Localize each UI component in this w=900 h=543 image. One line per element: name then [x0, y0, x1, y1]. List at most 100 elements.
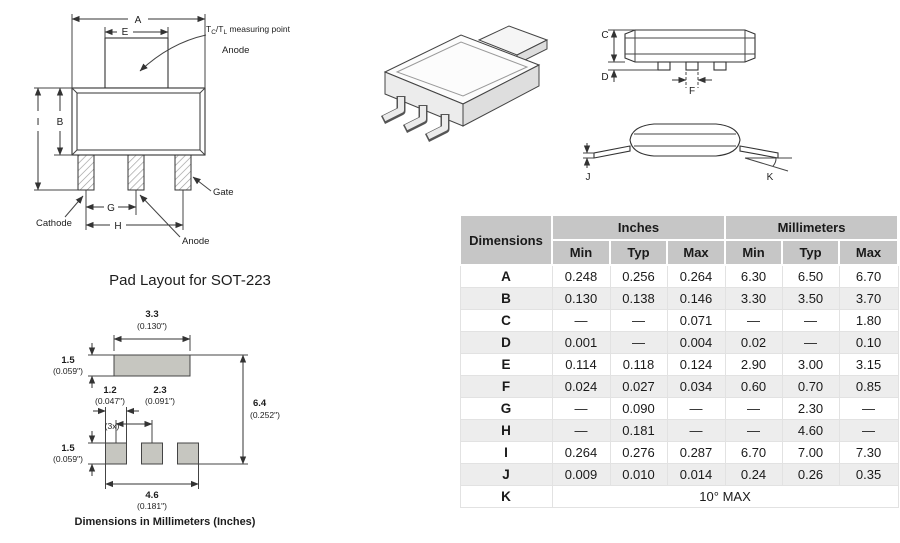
lead-height-in: (0.059")	[53, 454, 83, 464]
dim-g: G	[85, 190, 137, 230]
table-cell: —	[838, 397, 899, 420]
table-cell: 0.071	[666, 309, 726, 332]
cathode-label: Cathode	[36, 218, 72, 229]
table-cell: 6.50	[781, 264, 840, 288]
front-view-drawing: A E TC/TL measuring point Anode I B	[34, 14, 291, 247]
table-cell: 0.124	[666, 353, 726, 376]
table-cell: —	[724, 397, 783, 420]
table-cell: 0.090	[609, 397, 668, 420]
lead-width-mm: 1.2	[103, 385, 116, 396]
end-view-body	[624, 29, 756, 71]
table-cell: 2.30	[781, 397, 840, 420]
iso-leads	[380, 96, 450, 143]
table-cell: 7.00	[781, 441, 840, 464]
table-cell: 1.80	[838, 309, 899, 332]
table-cell: 0.287	[666, 441, 726, 464]
table-cell: 0.35	[838, 463, 899, 486]
dim-span: 4.6 (0.181")	[105, 464, 199, 511]
table-cell: 0.256	[609, 264, 668, 288]
table-cell: 7.30	[838, 441, 899, 464]
side-view-drawing: J K	[583, 123, 792, 183]
col-header-mm-max: Max	[838, 239, 900, 266]
dim-letter-cell: J	[459, 463, 553, 486]
cathode-lead	[77, 154, 95, 191]
table-cell: 3.30	[724, 287, 783, 310]
lead-height-mm: 1.5	[61, 443, 75, 454]
table-cell: 0.118	[609, 353, 668, 376]
anode-tab-front	[104, 37, 169, 89]
table-cell: 6.70	[838, 264, 899, 288]
group-header-inches: Inches	[550, 214, 727, 241]
measuring-point-label: TC/TL measuring point	[206, 24, 291, 36]
table-row: H — 0.181 — — 4.60 —	[459, 419, 899, 442]
body-outline	[71, 87, 206, 156]
table-row: C — — 0.071 — — 1.80	[459, 309, 899, 332]
table-cell: 0.10	[838, 331, 899, 354]
lead-width-in: (0.047")	[95, 396, 125, 406]
dim-letter-cell: F	[459, 375, 553, 398]
table-group-header-row: Dimensions Inches Millimeters	[459, 214, 900, 266]
tab-pad	[113, 354, 191, 377]
dim-letter-cell: D	[459, 331, 553, 354]
end-view-drawing: C D F	[601, 29, 756, 97]
col-header-mm-min: Min	[724, 239, 784, 266]
lead-pad-1	[105, 442, 127, 465]
table-cell: 0.114	[551, 353, 611, 376]
table-row: J 0.009 0.010 0.014 0.24 0.26 0.35	[459, 463, 899, 486]
table-cell: 6.70	[724, 441, 783, 464]
table-row: I 0.264 0.276 0.287 6.70 7.00 7.30	[459, 441, 899, 464]
dim-i: I	[34, 87, 78, 191]
dim-d: D	[601, 69, 658, 83]
iso-body	[383, 34, 541, 127]
table-cell: 0.26	[781, 463, 840, 486]
table-cell: 6.30	[724, 264, 783, 288]
table-row: E 0.114 0.118 0.124 2.90 3.00 3.15	[459, 353, 899, 376]
dim-j-label: J	[586, 172, 591, 183]
table-cell: 0.60	[724, 375, 783, 398]
table-cell: 0.130	[551, 287, 611, 310]
table-cell: —	[666, 397, 726, 420]
table-cell: 2.90	[724, 353, 783, 376]
lead-pad-3	[177, 442, 199, 465]
dim-h-label: H	[114, 221, 121, 232]
tab-height-in: (0.059")	[53, 366, 83, 376]
col-header-in-max: Max	[665, 239, 727, 266]
table-subheader-row: Min Typ Max Min Typ Max	[460, 239, 900, 266]
anode-bottom-label: Anode	[182, 236, 209, 247]
dim-d-label: D	[601, 72, 608, 83]
dim-f: F	[672, 72, 712, 97]
table-cell: —	[781, 309, 840, 332]
dim-f-label: F	[689, 86, 695, 97]
dim-letter-cell: A	[459, 264, 553, 288]
table-cell: 0.264	[666, 264, 726, 288]
pad-layout-title: Pad Layout for SOT-223	[109, 272, 271, 289]
table-cell: 0.85	[838, 375, 899, 398]
table-cell: —	[551, 419, 611, 442]
group-header-millimeters: Millimeters	[724, 214, 900, 241]
dim-e: E	[104, 27, 169, 38]
overall-height-in: (0.252")	[250, 410, 280, 420]
table-cell: —	[609, 309, 668, 332]
dim-c: C	[601, 29, 635, 63]
package-body-front	[71, 37, 206, 191]
table-cell: 0.264	[551, 441, 611, 464]
dim-letter-cell: I	[459, 441, 553, 464]
table-cell: 0.24	[724, 463, 783, 486]
table-row: A 0.248 0.256 0.264 6.30 6.50 6.70	[459, 264, 899, 288]
table-cell: 0.248	[551, 264, 611, 288]
dim-g-label: G	[107, 203, 115, 214]
pitch-mm: 2.3	[153, 385, 166, 396]
pitch-in: (0.091")	[145, 396, 175, 406]
table-row: B 0.130 0.138 0.146 3.30 3.50 3.70	[459, 287, 899, 310]
dim-pitch: 2.3 (0.091")	[115, 385, 175, 443]
k-value-cell: 10° MAX	[551, 485, 899, 508]
table-cell: —	[724, 309, 783, 332]
overall-height-mm: 6.4	[253, 398, 267, 409]
lead-count-note: (3x)	[105, 421, 120, 431]
top-width-in: (0.130")	[137, 321, 167, 331]
dim-letter-cell: E	[459, 353, 553, 376]
dim-letter-cell: B	[459, 287, 553, 310]
table-cell: —	[551, 397, 611, 420]
table-cell: 3.00	[781, 353, 840, 376]
